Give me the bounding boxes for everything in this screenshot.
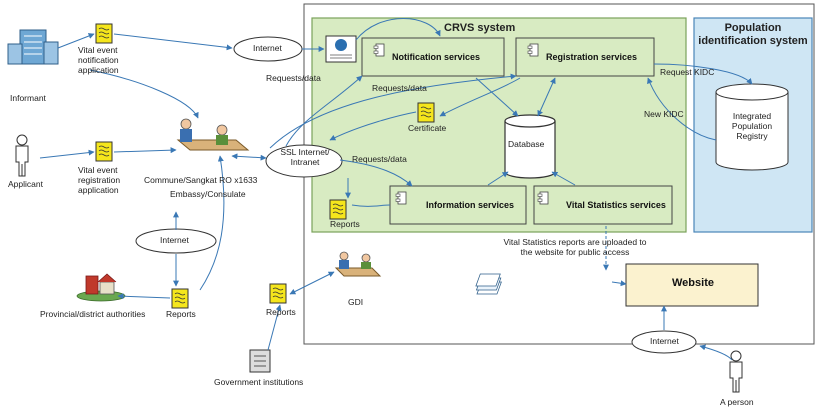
internet-bottom-label: Internet	[650, 336, 679, 346]
notification-screen-icon	[325, 35, 357, 63]
government-server-icon	[249, 349, 271, 373]
reports-provincial-doc-icon	[171, 288, 189, 309]
government-label: Government institutions	[214, 377, 304, 387]
a-person-label: A person	[720, 397, 754, 407]
reports-crvs-label: Reports	[330, 219, 360, 229]
a-person-icon	[729, 350, 743, 393]
crvs-system-title: CRVS system	[444, 22, 516, 34]
reports-crvs-doc-icon	[329, 199, 347, 220]
registration-services-label: Registration services	[546, 52, 638, 62]
provincial-authorities-icon	[76, 273, 126, 302]
request-kidc-label: Request KIDC	[660, 67, 715, 77]
database-cylinder	[504, 114, 556, 179]
applicant-label: Applicant	[8, 179, 43, 189]
connectors	[39, 18, 753, 361]
commune-office-icon	[176, 118, 250, 151]
commune-label: Commune/Sangkat RO x1633	[144, 175, 258, 185]
internet-mid-label: Internet	[160, 235, 189, 245]
vital-statistics-services-box	[533, 185, 673, 225]
internet-cloud-bottom	[631, 330, 697, 354]
requests-data-label-3: Requests/data	[352, 154, 407, 164]
requests-data-label-2: Requests/data	[372, 83, 427, 93]
database-label: Database	[508, 139, 545, 149]
notification-app-icon	[95, 23, 113, 44]
ssl-cloud	[265, 144, 343, 178]
information-services-label: Information services	[426, 200, 515, 210]
certificate-doc-icon	[417, 102, 435, 123]
ssl-label: SSL Internet/ Intranet	[280, 147, 330, 167]
applicant-person-icon	[15, 134, 29, 177]
internet-top-label: Internet	[253, 43, 282, 53]
certificate-label: Certificate	[408, 123, 447, 133]
gdi-icon	[334, 251, 382, 277]
reports-gov-doc-icon	[269, 283, 287, 304]
notification-app-label: Vital event notification application	[78, 45, 119, 75]
registration-services-box	[515, 37, 655, 77]
notification-services-label: Notification services	[392, 52, 481, 62]
vs-upload-note: Vital Statistics reports are uploaded to…	[503, 237, 647, 257]
vital-statistics-services-label: Vital Statistics services	[566, 200, 666, 210]
website-label: Website	[672, 277, 714, 289]
requests-data-label-1: Requests/data	[266, 73, 321, 83]
registration-app-label: Vital event registration application	[78, 165, 121, 195]
informant-label: Informant	[10, 93, 46, 103]
reports-provincial-label: Reports	[166, 309, 196, 319]
population-system-title: Population identification system	[698, 22, 808, 47]
notification-services-box	[361, 37, 505, 77]
registry-label: Integrated Population Registry	[731, 111, 773, 141]
gdi-label: GDI	[348, 297, 364, 307]
building-icon	[7, 29, 59, 65]
new-kidc-label: New KIDC	[644, 109, 684, 119]
stacked-reports-icon	[475, 273, 502, 295]
embassy-label: Embassy/Consulate	[170, 189, 246, 199]
registry-cylinder	[715, 83, 789, 171]
reports-gov-label: Reports	[266, 307, 296, 317]
provincial-label: Provincial/district authorities	[40, 309, 146, 319]
registration-app-icon	[95, 141, 113, 162]
